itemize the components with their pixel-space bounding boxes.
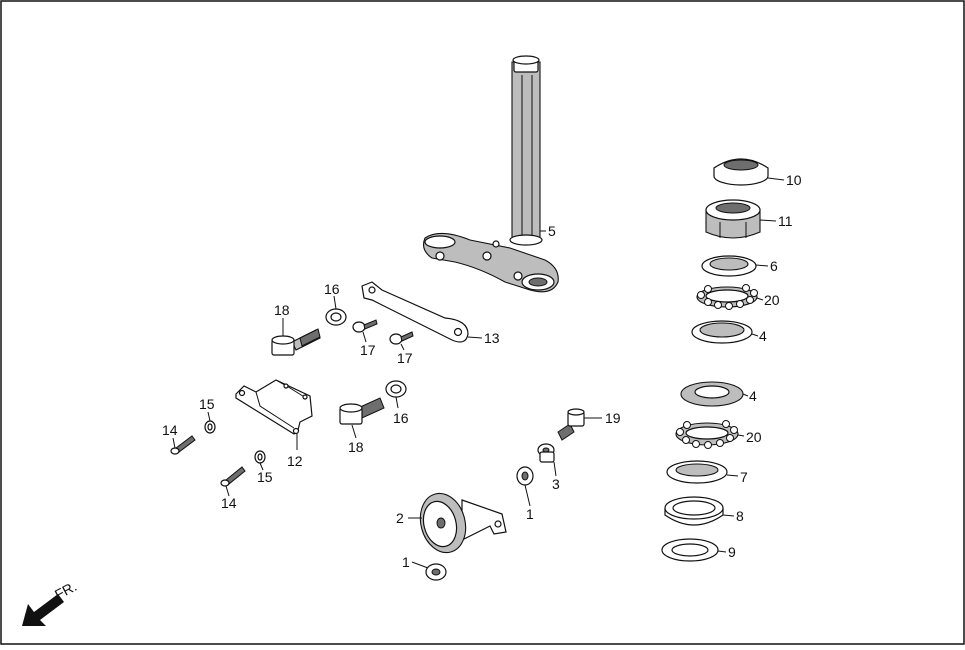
part-flange-bolt-18a bbox=[271, 328, 321, 356]
part-race-lower bbox=[680, 381, 744, 407]
callout-1-lower: 1 bbox=[402, 554, 410, 570]
callout-14-bottom: 14 bbox=[221, 495, 237, 511]
callout-1-upper: 1 bbox=[526, 506, 534, 522]
part-upper-race bbox=[701, 255, 757, 277]
callout-2: 2 bbox=[396, 510, 404, 526]
part-nut-15b bbox=[254, 450, 266, 464]
arrow-down-left-icon bbox=[22, 594, 64, 626]
callout-18-top: 18 bbox=[274, 302, 290, 318]
callout-15-top: 15 bbox=[199, 396, 215, 412]
callout-11: 11 bbox=[778, 213, 793, 229]
callout-5: 5 bbox=[548, 223, 556, 239]
part-bolt-14b bbox=[220, 466, 246, 487]
part-washer-1a bbox=[516, 466, 534, 486]
callout-10: 10 bbox=[786, 172, 802, 188]
part-ball-bearing-upper bbox=[696, 284, 758, 310]
part-bolt-19 bbox=[557, 408, 585, 441]
callout-15-bottom: 15 bbox=[257, 469, 273, 485]
callout-20-upper: 20 bbox=[764, 292, 780, 308]
part-screw-17b bbox=[389, 331, 414, 345]
callout-17-left: 17 bbox=[360, 342, 376, 358]
part-race-upper bbox=[691, 320, 753, 344]
callout-16-top: 16 bbox=[324, 281, 340, 297]
part-lower-race bbox=[666, 460, 728, 484]
part-adjusting-nut bbox=[705, 199, 761, 239]
part-bracket-13 bbox=[361, 281, 469, 343]
part-washer-1b bbox=[425, 563, 447, 581]
callout-labels: 10 11 6 20 4 4 20 7 8 9 5 13 16 18 17 17… bbox=[162, 172, 802, 570]
callout-4-lower: 4 bbox=[749, 388, 757, 404]
front-direction-indicator: FR. bbox=[22, 578, 79, 626]
part-ball-bearing-lower bbox=[675, 420, 739, 449]
part-collar-3 bbox=[537, 443, 555, 463]
callout-14-top: 14 bbox=[162, 422, 178, 438]
part-washer-16a bbox=[325, 308, 347, 326]
part-washer-16b bbox=[385, 380, 407, 398]
part-lower-dust-seal bbox=[664, 496, 724, 526]
part-nut-15a bbox=[204, 420, 216, 434]
part-flange-bolt-18b bbox=[339, 397, 385, 425]
part-bracket-12 bbox=[235, 379, 313, 435]
callout-19: 19 bbox=[605, 410, 621, 426]
leader-lines bbox=[172, 177, 785, 569]
part-horn bbox=[419, 492, 507, 554]
callout-20-lower: 20 bbox=[746, 429, 762, 445]
callout-13: 13 bbox=[484, 330, 500, 346]
callout-18-bottom: 18 bbox=[348, 439, 364, 455]
callout-4-upper: 4 bbox=[759, 328, 767, 344]
callout-3: 3 bbox=[552, 476, 560, 492]
part-washer-9 bbox=[661, 538, 719, 562]
part-screw-17a bbox=[352, 319, 378, 333]
part-bolt-14a bbox=[170, 435, 196, 455]
callout-8: 8 bbox=[736, 508, 744, 524]
callout-17-right: 17 bbox=[397, 350, 413, 366]
callout-6: 6 bbox=[770, 258, 778, 274]
callout-7: 7 bbox=[740, 469, 748, 485]
callout-9: 9 bbox=[728, 544, 736, 560]
part-steering-stem bbox=[423, 55, 559, 293]
part-dust-seal bbox=[713, 158, 769, 186]
callout-12: 12 bbox=[287, 453, 303, 469]
callout-16-bottom: 16 bbox=[393, 410, 409, 426]
